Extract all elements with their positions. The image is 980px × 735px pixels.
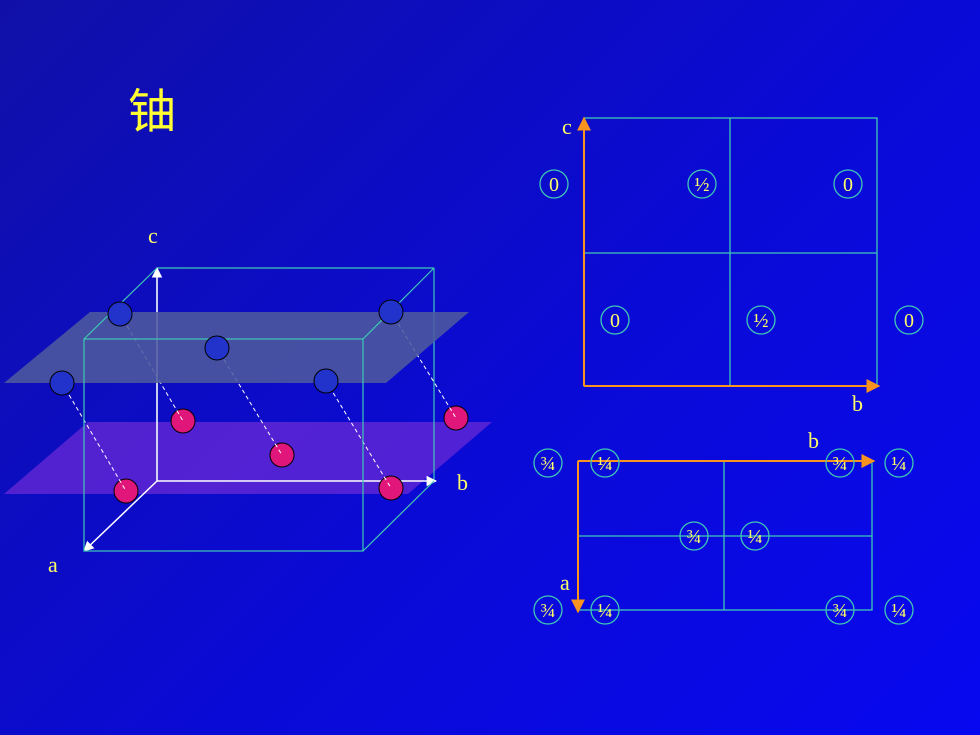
ab-height-label: ¼ — [598, 600, 613, 622]
a-axis-3d — [83, 480, 158, 552]
ab-axis-label-b: b — [808, 428, 819, 453]
ab-atom — [590, 448, 620, 478]
ab-height-label: ¼ — [598, 453, 613, 475]
bc-height-label: ½ — [754, 310, 769, 332]
bc-atom — [746, 305, 776, 335]
axis-label-c-3d: c — [148, 223, 158, 248]
ab-atom — [884, 448, 914, 478]
ab-height-label: ¾ — [687, 526, 702, 548]
lower-atom — [378, 475, 404, 501]
bc-atom — [539, 169, 569, 199]
lower-atom — [269, 442, 295, 468]
upper-atom — [204, 335, 230, 361]
lower-plane — [4, 422, 492, 494]
upper-atom — [313, 368, 339, 394]
bc-height-label: 0 — [610, 310, 620, 332]
ab-height-label: ¾ — [833, 600, 848, 622]
bc-height-label: 0 — [549, 174, 559, 196]
upper-atom — [107, 301, 133, 327]
ab-atom — [825, 595, 855, 625]
bc-height-label: ½ — [695, 174, 710, 196]
ab-atom — [590, 595, 620, 625]
axis-label-a-3d: a — [48, 552, 58, 577]
ab-atom — [533, 448, 563, 478]
projection-bc: c b 0 ½ 0 0 ½ 0 — [539, 114, 924, 416]
lower-atom — [113, 478, 139, 504]
upper-atom — [378, 299, 404, 325]
bc-atom — [600, 305, 630, 335]
page-title: 铀 — [128, 84, 177, 140]
ab-height-label: ¾ — [833, 453, 848, 475]
ab-height-label: ¾ — [541, 453, 556, 475]
ab-height-label: ¼ — [748, 526, 763, 548]
upper-plane — [4, 312, 469, 383]
bc-height-label: 0 — [843, 174, 853, 196]
bc-atom — [687, 169, 717, 199]
bc-atom — [833, 169, 863, 199]
bc-atom — [894, 305, 924, 335]
bc-height-label: 0 — [904, 310, 914, 332]
ab-atom — [740, 521, 770, 551]
ab-height-label: ¼ — [892, 453, 907, 475]
ab-height-label: ¾ — [541, 600, 556, 622]
ab-height-label: ¼ — [892, 600, 907, 622]
ab-atom — [825, 448, 855, 478]
projection-ab: b a ¾ ¼ ¾ ¼ ¾ ¼ ¾ ¼ ¾ ¼ — [533, 428, 914, 625]
bc-axis-label-c: c — [562, 114, 572, 139]
ab-atom — [679, 521, 709, 551]
ab-axis-label-a: a — [560, 570, 570, 595]
unit-cell-3d: c b a — [4, 223, 492, 577]
bc-axis-label-b: b — [852, 391, 863, 416]
axis-label-b-3d: b — [457, 470, 468, 495]
ab-atom — [533, 595, 563, 625]
lower-atom — [443, 405, 469, 431]
lower-atom — [170, 408, 196, 434]
upper-atom — [49, 370, 75, 396]
ab-atom — [884, 595, 914, 625]
upper-atoms — [49, 299, 404, 396]
lower-atoms — [113, 405, 469, 504]
